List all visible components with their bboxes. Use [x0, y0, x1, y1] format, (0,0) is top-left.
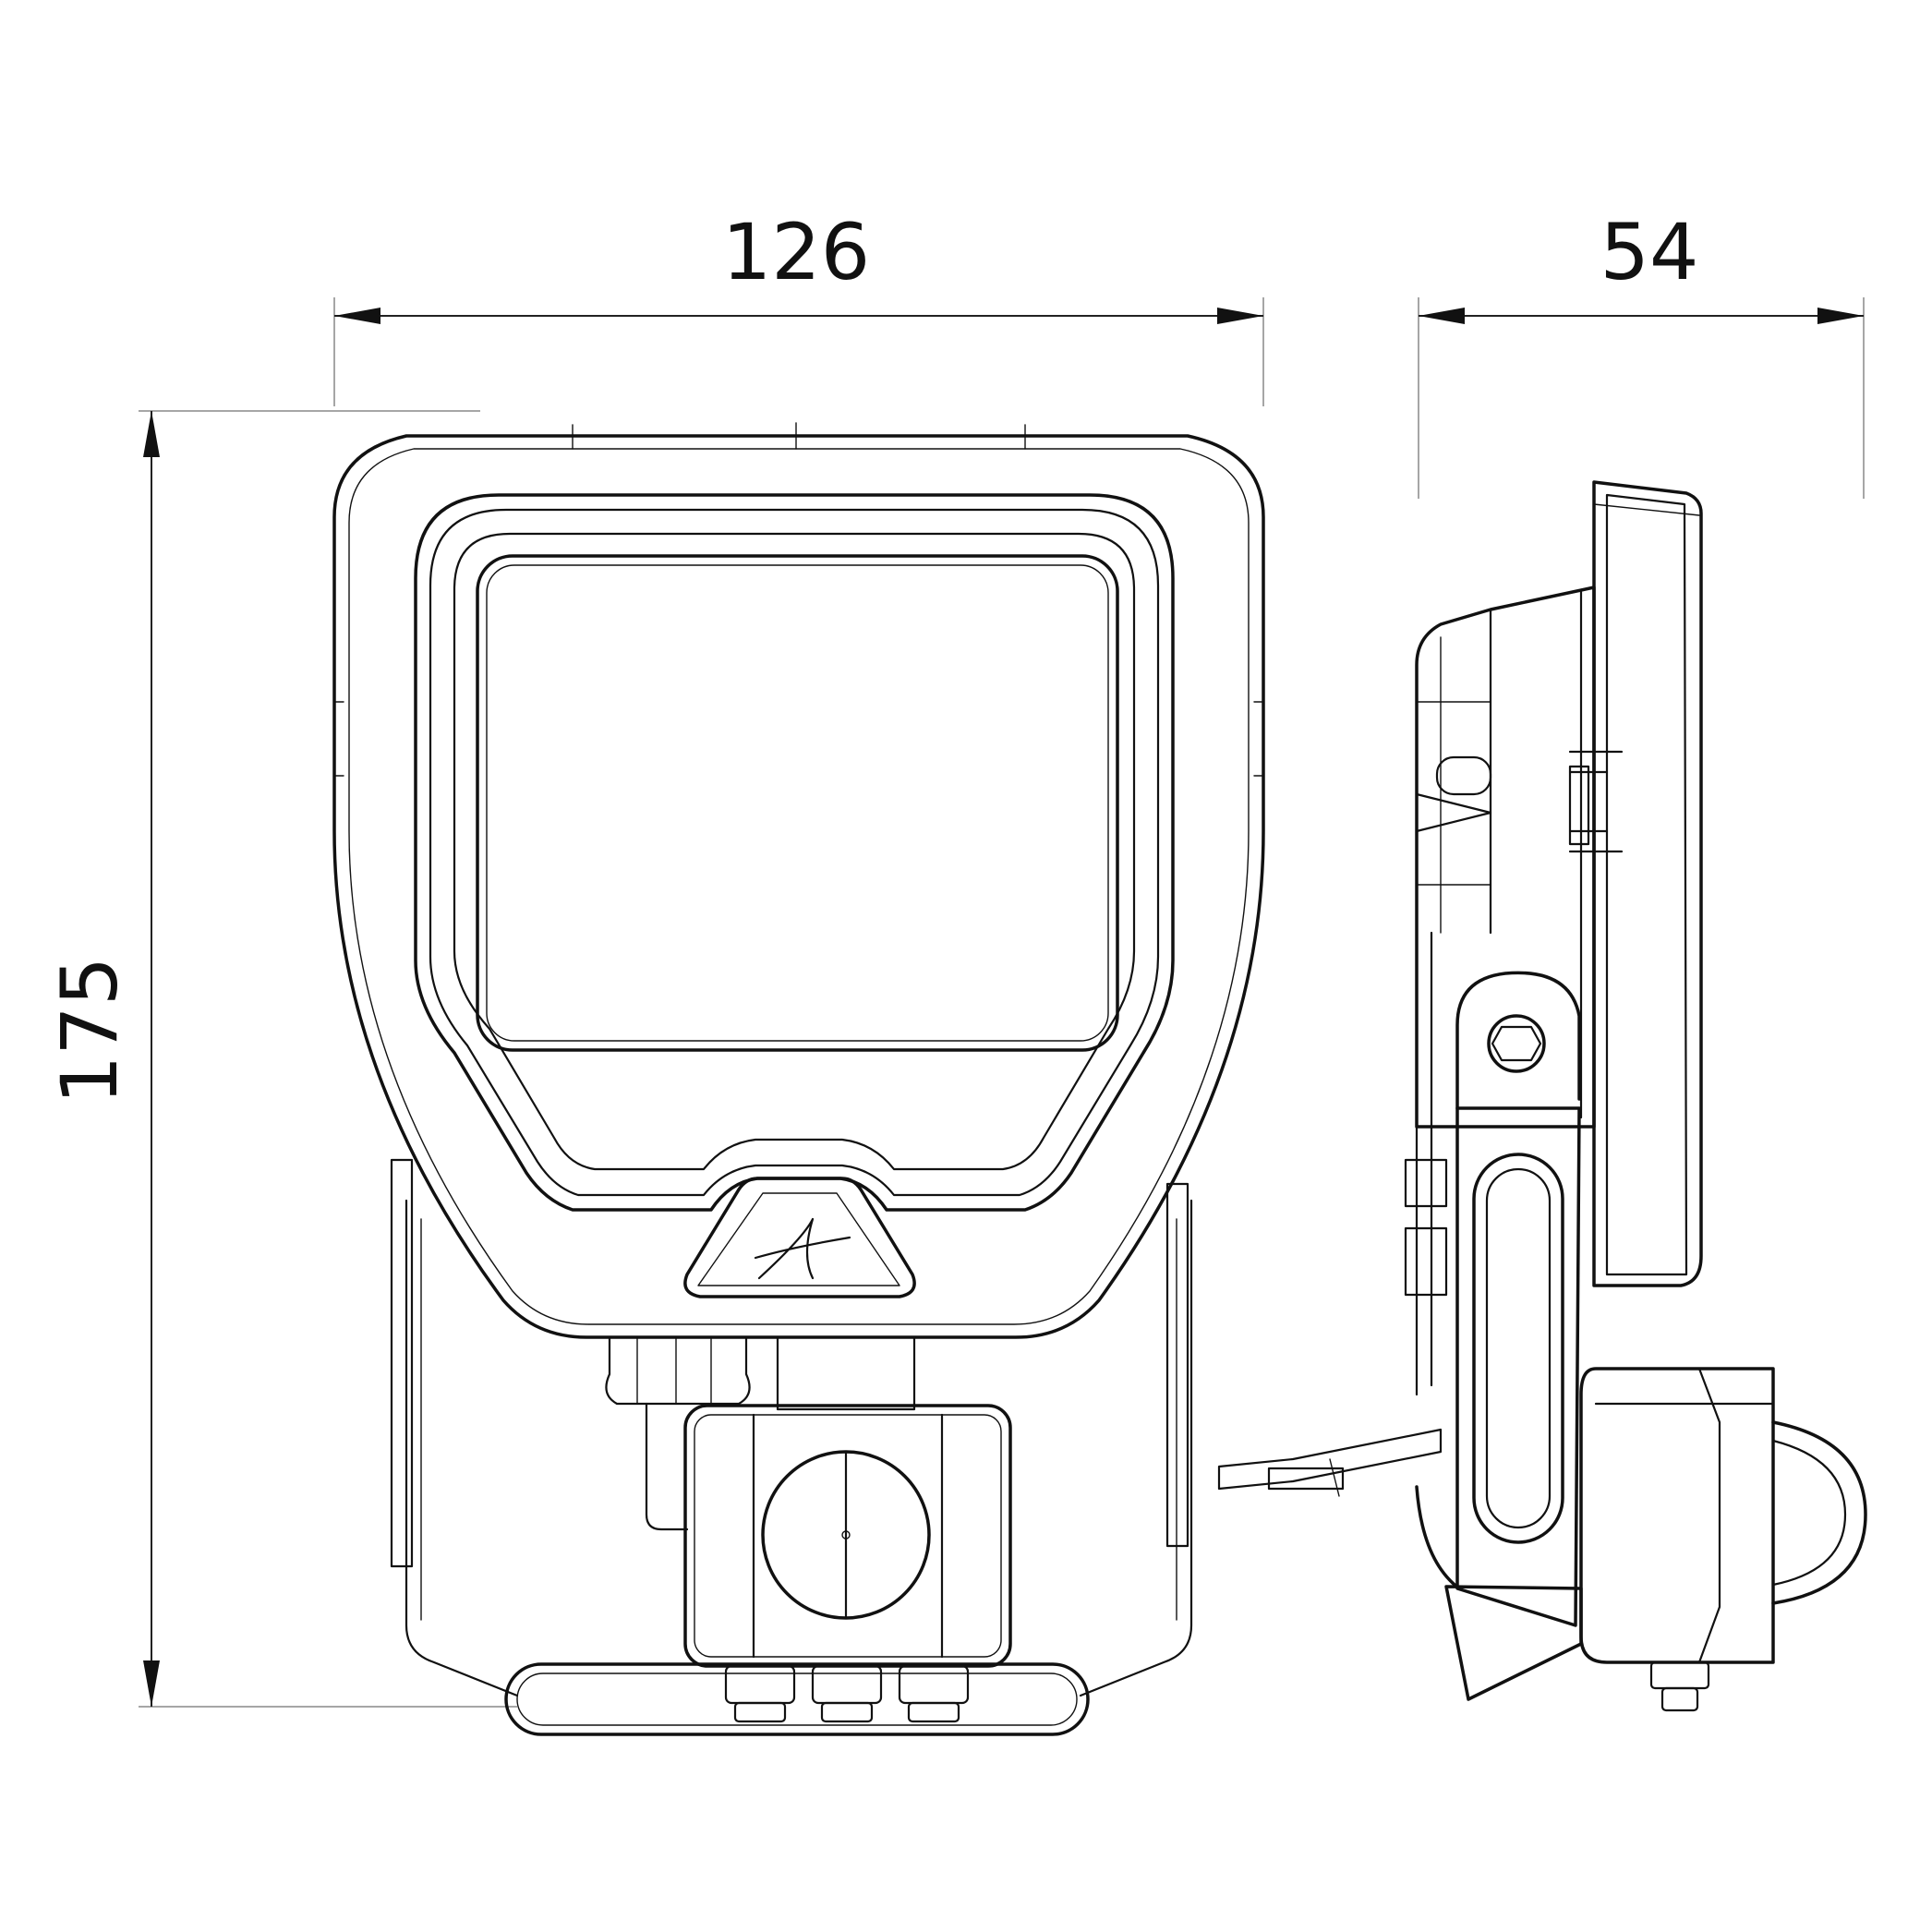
- led-lens: [476, 554, 1119, 1052]
- width-label: 126: [722, 207, 870, 297]
- dimension-depth: 54: [1418, 207, 1865, 499]
- bottom-glands: [724, 1664, 970, 1723]
- base-bar: [504, 1662, 1090, 1736]
- bracket-plate-left: [390, 1158, 414, 1568]
- bezel-middle: [429, 508, 1160, 1197]
- bracket-plate-right: [1165, 1182, 1189, 1548]
- bezel-outer: [414, 493, 1175, 1212]
- arrow-down: [143, 1660, 160, 1707]
- housing-outline: [332, 434, 1265, 1339]
- front-view: [332, 422, 1265, 1736]
- brand-logo: [683, 1177, 916, 1298]
- arrow-right: [1217, 308, 1263, 324]
- dimension-width: 126: [333, 207, 1264, 406]
- sensor-housing: [1579, 1367, 1775, 1664]
- side-body: [1415, 586, 1596, 1129]
- arm-slot: [1472, 1153, 1564, 1544]
- mounting-bracket: [405, 1199, 1193, 1697]
- housing-inner-line: [348, 448, 1250, 1325]
- depth-label: 54: [1600, 207, 1699, 297]
- side-rounded-foot: [1415, 1485, 1461, 1590]
- mounting-arm: [1455, 1106, 1581, 1627]
- cable-gland: [605, 1335, 751, 1406]
- arrow-up: [143, 411, 160, 457]
- power-cable: [1217, 1428, 1443, 1491]
- side-bottom-gland: [1649, 1660, 1710, 1712]
- side-view: [1217, 480, 1867, 1712]
- dimension-height: 175: [44, 410, 517, 1708]
- height-label: 175: [44, 957, 135, 1105]
- pivot-bracket: [1455, 971, 1581, 1110]
- pivot-bolt: [1487, 1014, 1546, 1073]
- led-lens-inner: [486, 564, 1109, 1042]
- junction-box: [683, 1404, 1012, 1668]
- sensor-dome: [1771, 1420, 1867, 1605]
- arrow-left: [334, 308, 380, 324]
- side-front-face: [1592, 480, 1703, 1287]
- bezel-inner: [453, 532, 1136, 1171]
- arrow-left: [1419, 308, 1465, 324]
- arrow-right: [1817, 308, 1864, 324]
